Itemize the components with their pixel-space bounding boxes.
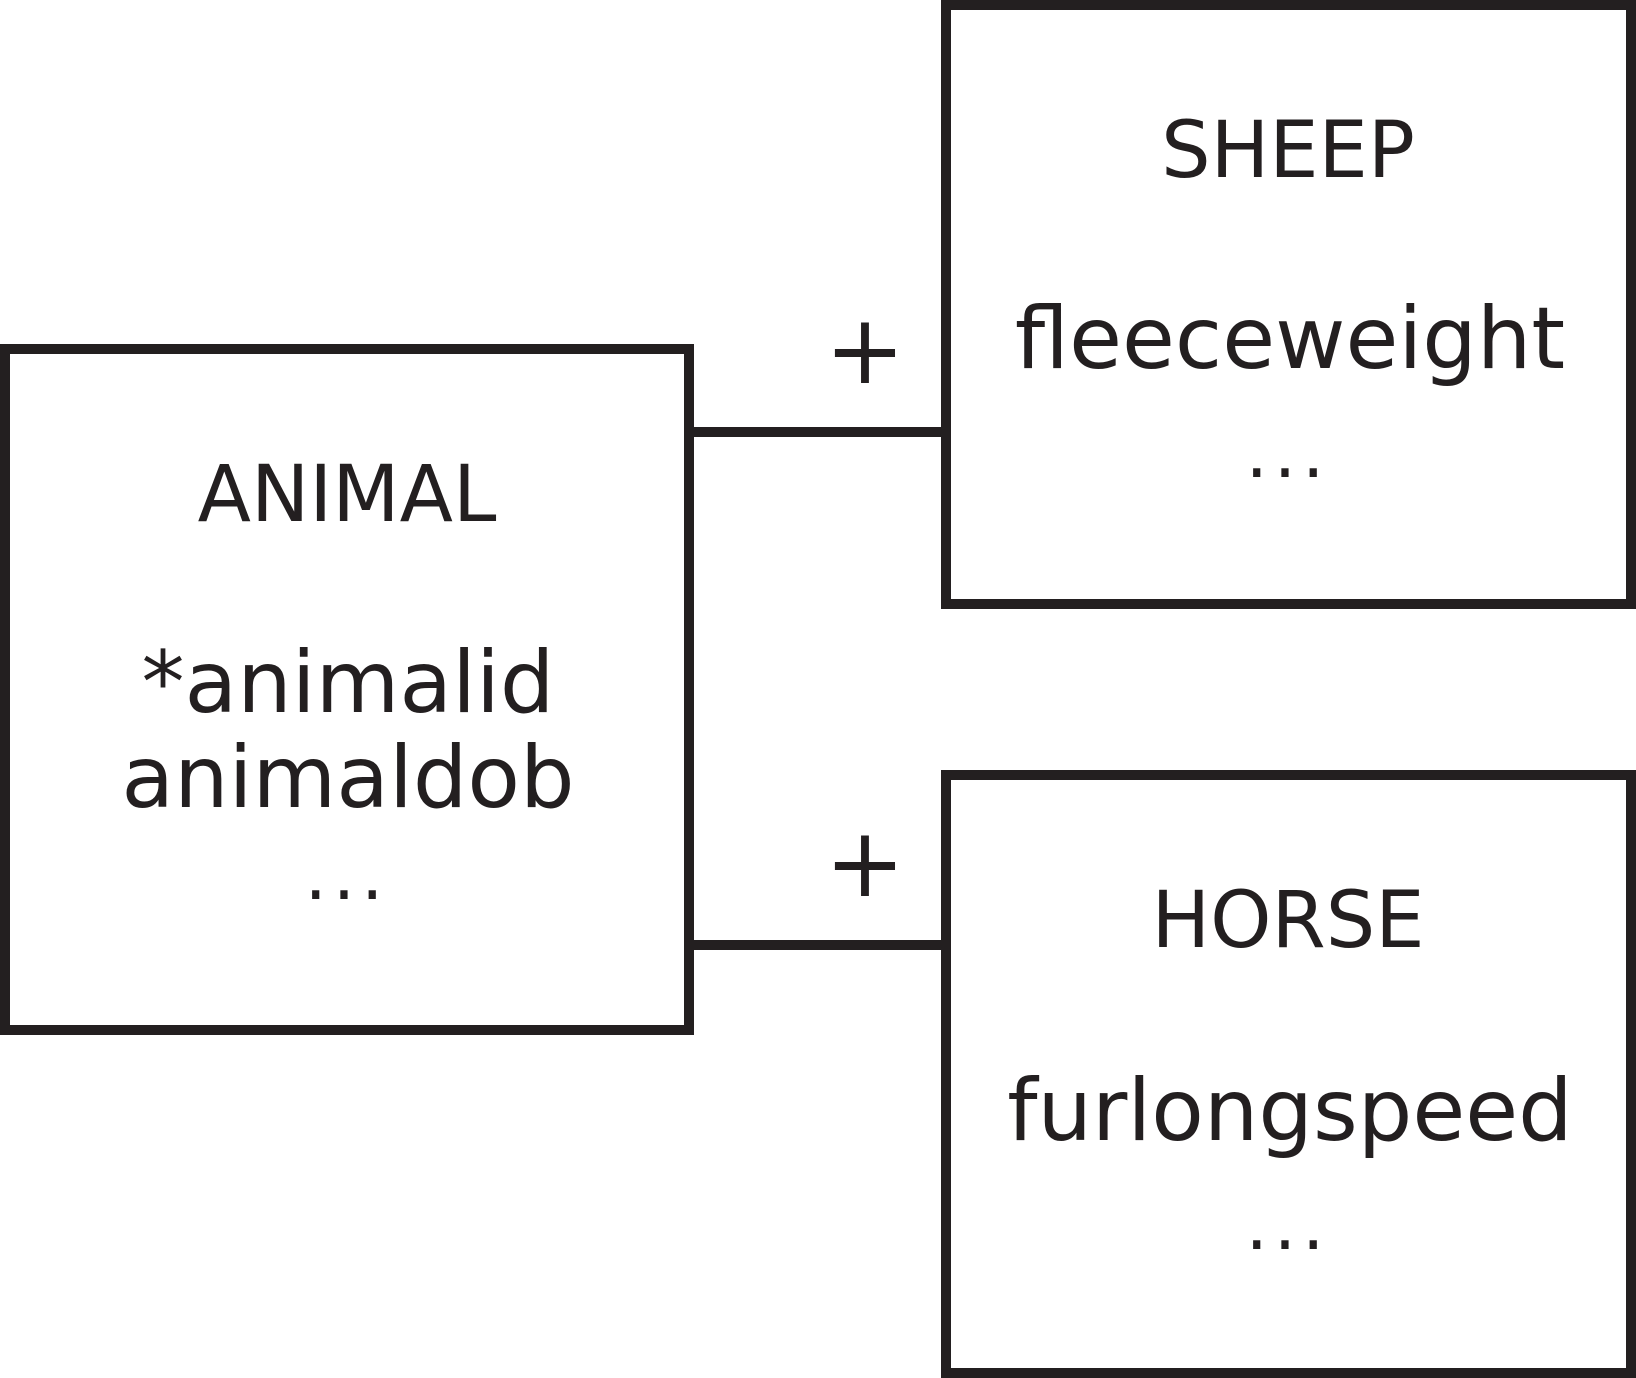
animal-entity-title: ANIMAL [197,450,497,540]
horse-entity-title: HORSE [1151,876,1425,966]
sheep-relationship-plus-symbol: + [824,294,906,406]
animal-attribute-animalid: *animalid [141,633,555,733]
horse-entity-box [941,770,1636,1378]
animal-more-attributes: ... [304,834,390,916]
animal-horse-connector [690,940,945,950]
sheep-more-attributes: ... [1245,412,1331,494]
horse-attribute-furlongspeed: furlongspeed [1007,1061,1573,1161]
animal-entity-box [0,344,694,1035]
sheep-entity-title: SHEEP [1161,106,1415,196]
horse-relationship-plus-symbol: + [824,807,906,919]
animal-sheep-connector [690,427,945,437]
sheep-entity-box [941,0,1636,609]
animal-attribute-animaldob: animaldob [121,728,575,828]
horse-more-attributes: ... [1245,1184,1331,1266]
sheep-attribute-fleeceweight: fleeceweight [1014,289,1566,389]
